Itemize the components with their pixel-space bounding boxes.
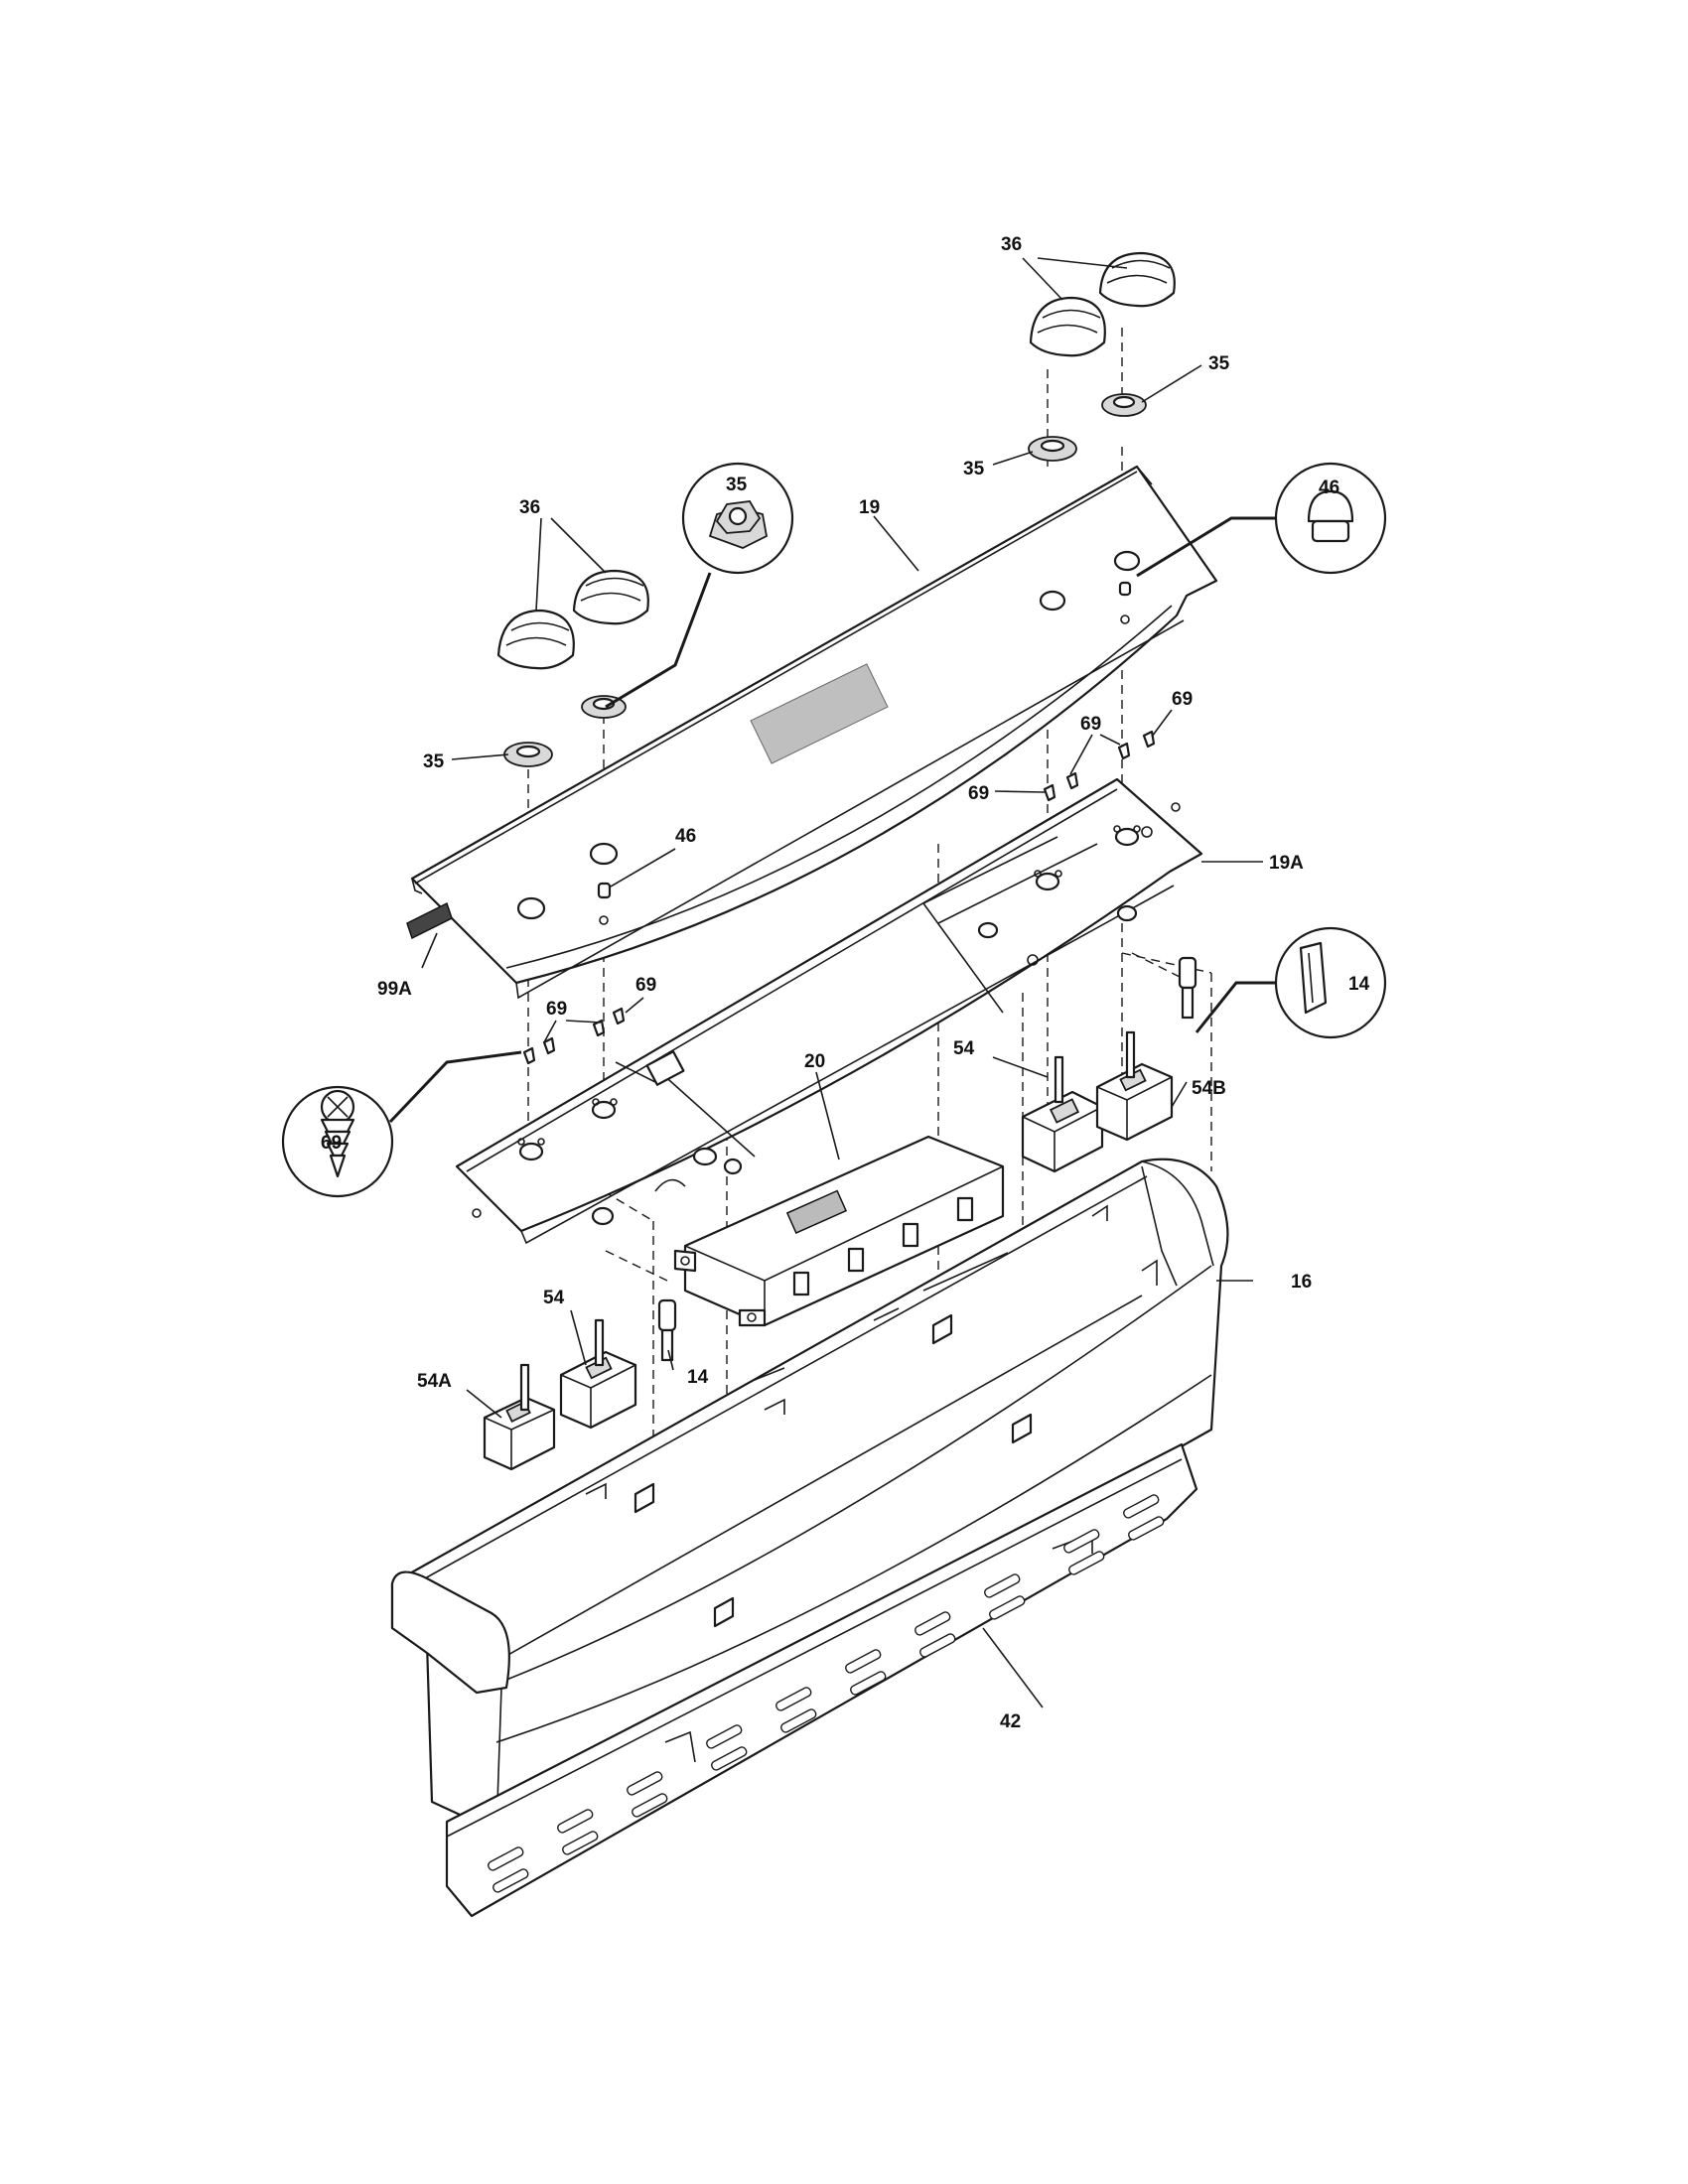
switch-54-right [1021, 1055, 1104, 1173]
nut-35-left-a [503, 742, 553, 767]
callout-labels: 36 35 35 19 46 36 35 35 46 69 69 69 19A … [321, 234, 1370, 1732]
lamp-14-left [657, 1298, 677, 1362]
callout-36: 36 [1001, 234, 1022, 255]
knob-36-right-b [1098, 251, 1176, 308]
callout-19A: 19A [1269, 853, 1304, 874]
detail-circle-69 [281, 1050, 522, 1198]
knob-36-left-a [496, 609, 575, 670]
switch-54A [483, 1363, 556, 1471]
callout-69: 69 [546, 999, 567, 1020]
switch-54B [1095, 1030, 1174, 1142]
backguard-16 [390, 1158, 1229, 1834]
callout-36: 36 [519, 497, 540, 518]
display-window [750, 663, 889, 764]
vent-slots [488, 1494, 1165, 1893]
callout-69: 69 [635, 975, 656, 996]
callout-69: 69 [321, 1133, 342, 1154]
callout-54: 54 [953, 1038, 975, 1059]
callout-16: 16 [1291, 1272, 1312, 1293]
knob-36-right-a [1029, 296, 1106, 357]
callout-35: 35 [726, 475, 748, 495]
vent-trim-42 [445, 1442, 1198, 1918]
callout-35: 35 [423, 751, 445, 772]
screws-69 [522, 730, 1156, 1065]
callout-20: 20 [804, 1051, 825, 1072]
callout-46: 46 [675, 826, 696, 847]
detail-circle-35 [605, 462, 794, 709]
callout-42: 42 [1000, 1711, 1021, 1732]
callout-69: 69 [1080, 714, 1101, 735]
callout-69: 69 [968, 783, 989, 804]
control-board-20 [673, 1135, 1005, 1327]
callout-35: 35 [963, 459, 985, 479]
callout-14: 14 [687, 1367, 709, 1388]
nut-35-right-b [1101, 393, 1147, 417]
leader-lines [451, 257, 1263, 1708]
callout-19: 19 [859, 497, 880, 518]
callout-99A: 99A [377, 979, 412, 1000]
callout-54B: 54B [1192, 1078, 1226, 1099]
callout-54A: 54A [417, 1371, 452, 1392]
callout-54: 54 [543, 1288, 565, 1308]
back-plate-19A [455, 777, 1203, 1245]
callout-69: 69 [1172, 689, 1193, 710]
indicator-46 [597, 581, 1132, 899]
control-panel-19 [410, 465, 1218, 1000]
callout-46: 46 [1319, 478, 1339, 498]
ribbon-cable-99A [406, 901, 453, 969]
nut-35-right-a [1028, 436, 1077, 462]
callout-14: 14 [1348, 974, 1370, 995]
detail-circle-14 [1195, 926, 1387, 1039]
knob-36-left-b [572, 569, 649, 625]
detail-circle-46 [1136, 462, 1387, 578]
callout-35: 35 [1208, 353, 1230, 374]
switch-54-left [559, 1318, 637, 1430]
lamp-14-right [1178, 956, 1197, 1020]
